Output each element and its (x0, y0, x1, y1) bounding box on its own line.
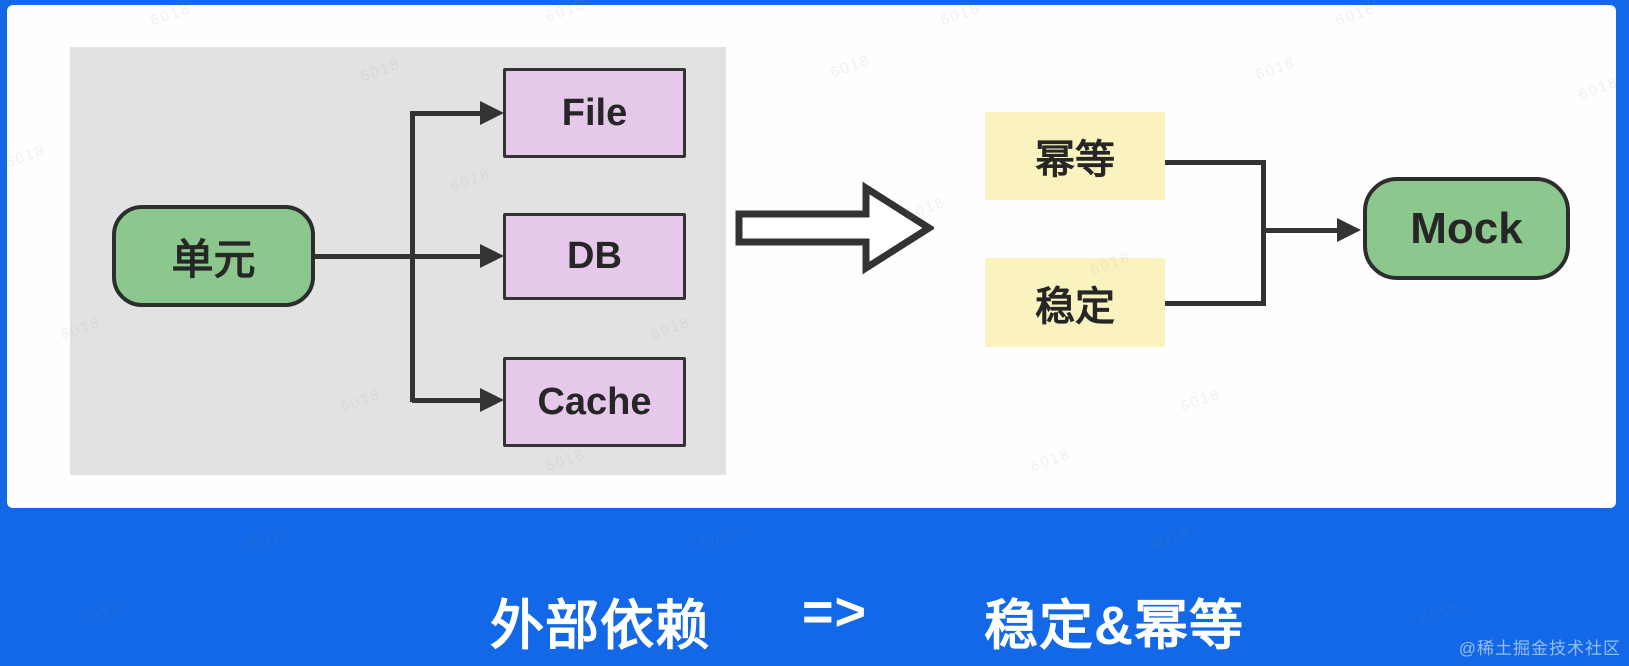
unit-node: 单元 (112, 205, 315, 307)
connector-branch-to-file (412, 111, 481, 116)
arrowhead-cache-icon (480, 388, 504, 412)
arrowhead-mock-icon (1337, 218, 1361, 242)
watermark-tile: 6018 (698, 523, 744, 554)
mock-node: Mock (1363, 177, 1570, 280)
mock-node-label: Mock (1410, 203, 1523, 253)
quality-node-idempotent-label: 幂等 (1035, 138, 1115, 182)
connector-branch-vertical (410, 111, 415, 402)
arrowhead-file-icon (480, 101, 504, 125)
dependency-node-file-label: File (561, 91, 628, 134)
dependency-node-db: DB (503, 213, 686, 300)
watermark-tile: 6018 (78, 598, 124, 629)
watermark-tile: 6018 (248, 523, 294, 554)
watermark-tile: 6018 (1418, 598, 1464, 629)
quality-node-stable: 稳定 (985, 258, 1165, 347)
quality-node-stable-label: 稳定 (1035, 284, 1115, 329)
unit-node-label: 单元 (171, 235, 256, 283)
dependency-node-file: File (503, 68, 686, 158)
caption-arrow-symbol: => (802, 582, 868, 642)
connector-stable-out (1165, 301, 1266, 306)
connector-merge-vertical (1261, 160, 1266, 306)
dependency-node-db-label: DB (567, 235, 622, 277)
community-watermark: @稀土掘金技术社区 (1458, 639, 1621, 658)
dependency-node-cache-label: Cache (537, 380, 652, 423)
connector-unit-to-branch (315, 254, 483, 259)
transform-arrow-icon (735, 181, 934, 275)
dependency-node-cache: Cache (503, 357, 686, 447)
quality-node-idempotent: 幂等 (985, 112, 1165, 200)
connector-merge-to-mock (1261, 228, 1338, 233)
connector-idempotent-out (1165, 160, 1266, 165)
watermark-tile: 6018 (1148, 523, 1194, 554)
arrowhead-db-icon (480, 244, 504, 268)
connector-branch-to-cache (412, 398, 481, 403)
caption-external-dependency: 外部依赖 (490, 596, 710, 656)
caption-stable-idempotent: 稳定&幂等 (984, 596, 1244, 656)
